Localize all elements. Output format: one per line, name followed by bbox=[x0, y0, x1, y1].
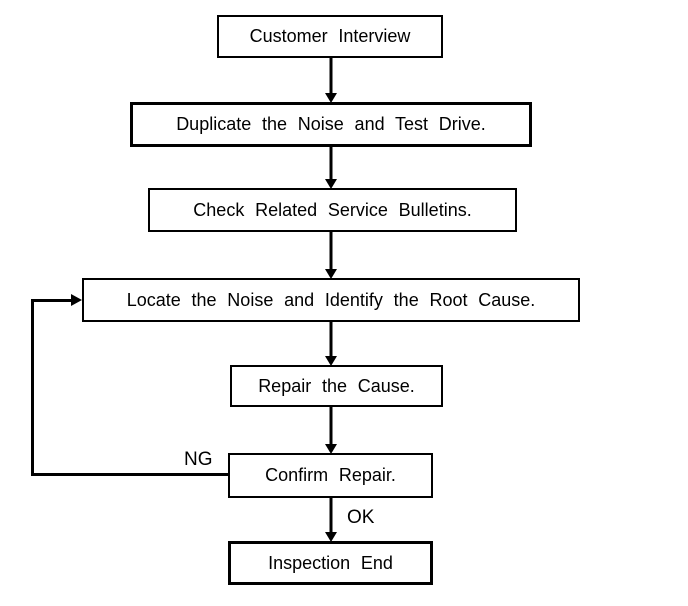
arrow-duplicate-to-check bbox=[324, 147, 337, 189]
feedback-line-bottom bbox=[33, 473, 228, 476]
arrow-shaft bbox=[329, 58, 332, 95]
arrow-down-icon bbox=[324, 444, 337, 454]
arrow-down-icon bbox=[324, 179, 337, 189]
arrow-shaft bbox=[329, 498, 332, 534]
ng-label: NG bbox=[184, 449, 213, 471]
arrow-shaft bbox=[329, 147, 332, 181]
arrow-shaft bbox=[329, 407, 332, 446]
arrow-down-icon bbox=[324, 532, 337, 542]
arrow-shaft bbox=[329, 232, 332, 271]
node-check-service-bulletins: Check Related Service Bulletins. bbox=[148, 188, 517, 232]
arrow-down-icon bbox=[324, 356, 337, 366]
node-repair-the-cause: Repair the Cause. bbox=[230, 365, 443, 407]
node-duplicate-noise-test-drive: Duplicate the Noise and Test Drive. bbox=[130, 102, 532, 147]
ok-label: OK bbox=[347, 507, 375, 529]
arrow-confirm-to-end bbox=[324, 498, 337, 542]
arrow-repair-to-confirm bbox=[324, 407, 337, 454]
arrow-down-icon bbox=[324, 269, 337, 279]
arrow-right-icon bbox=[71, 294, 82, 306]
arrow-check-to-locate bbox=[324, 232, 337, 279]
node-customer-interview: Customer Interview bbox=[217, 15, 443, 58]
node-confirm-repair: Confirm Repair. bbox=[228, 453, 433, 498]
node-locate-noise-root-cause: Locate the Noise and Identify the Root C… bbox=[82, 278, 580, 322]
arrow-locate-to-repair bbox=[324, 322, 337, 366]
feedback-line-top bbox=[31, 299, 72, 302]
node-inspection-end: Inspection End bbox=[228, 541, 433, 585]
arrow-shaft bbox=[329, 322, 332, 358]
arrow-down-icon bbox=[324, 93, 337, 103]
feedback-line-vertical bbox=[31, 299, 34, 476]
arrow-interview-to-duplicate bbox=[324, 58, 337, 103]
